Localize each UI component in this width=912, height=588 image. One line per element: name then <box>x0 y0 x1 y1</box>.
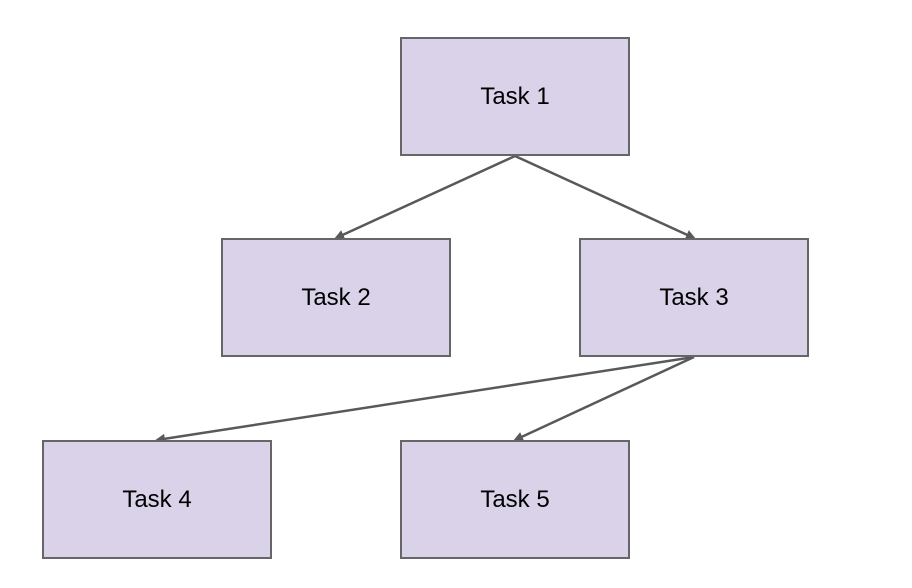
edge-task-3-to-task-4 <box>155 355 695 444</box>
node-task-4[interactable]: Task 4 <box>42 440 272 559</box>
node-label: Task 3 <box>659 283 729 311</box>
node-label: Task 4 <box>122 485 192 513</box>
edge-task-1-to-task-3 <box>514 154 696 240</box>
node-task-3[interactable]: Task 3 <box>579 238 809 357</box>
edge-task-1-to-task-2 <box>334 154 516 240</box>
node-task-1[interactable]: Task 1 <box>400 37 630 156</box>
node-task-5[interactable]: Task 5 <box>400 440 630 559</box>
edge-task-3-to-task-5 <box>513 355 695 442</box>
node-task-2[interactable]: Task 2 <box>221 238 451 357</box>
node-label: Task 2 <box>301 283 371 311</box>
node-label: Task 5 <box>480 485 550 513</box>
node-label: Task 1 <box>480 82 550 110</box>
